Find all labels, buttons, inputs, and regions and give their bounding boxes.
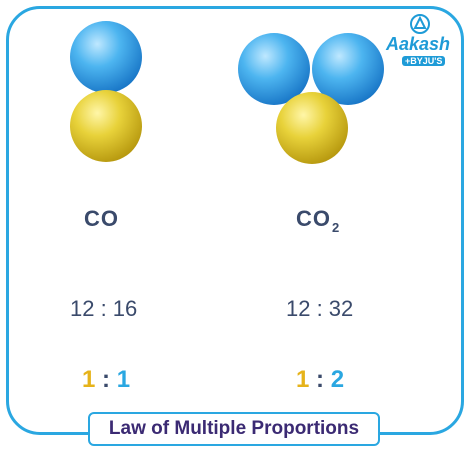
co2-formula: CO2: [296, 206, 340, 235]
co-ratio-carbon: 1: [82, 366, 96, 393]
co2-oxygen-atom-right: [312, 33, 384, 105]
co2-formula-subscript: 2: [332, 220, 341, 235]
co-simple-ratio: 1 : 1: [82, 366, 130, 394]
co2-ratio-oxygen: 2: [330, 366, 345, 393]
co2-ratio-carbon: 1: [296, 366, 310, 393]
logo-subtext: +BYJU'S: [402, 56, 446, 66]
co-oxygen-atom: [70, 21, 142, 93]
logo-wordmark: Aakash: [386, 34, 451, 54]
co2-mass-ratio: 12 : 32: [286, 296, 354, 321]
co2-oxygen-atom-left: [238, 33, 310, 105]
caption-label: Law of Multiple Proportions: [88, 412, 380, 446]
aakash-logo: Aakash +BYJU'S: [382, 12, 466, 72]
co2-ratio-separator: :: [309, 366, 331, 393]
co-mass-ratio: 12 : 16: [70, 296, 138, 321]
logo-triangle-icon: [410, 14, 430, 34]
co-ratio-oxygen: 1: [116, 366, 131, 393]
co2-simple-ratio: 1 : 2: [296, 366, 344, 394]
co-formula-text: CO: [84, 206, 119, 231]
co2-formula-text: CO: [296, 206, 331, 231]
co-formula: CO: [84, 206, 119, 232]
co-carbon-atom: [70, 90, 142, 162]
co-ratio-separator: :: [95, 366, 117, 393]
co2-carbon-atom: [276, 92, 348, 164]
